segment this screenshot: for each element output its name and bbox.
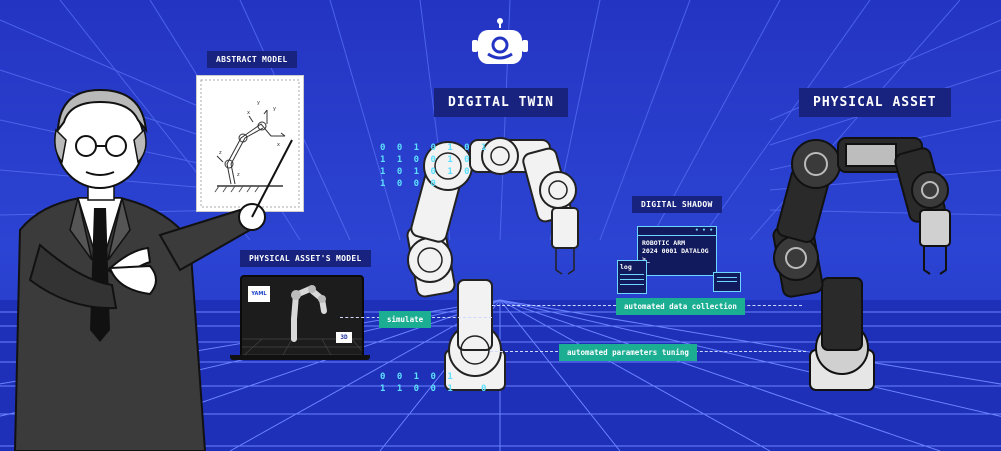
digital-shadow-label: DIGITAL SHADOW [632, 196, 722, 213]
binary-row: 1 0 1 0 1 0 [380, 167, 473, 177]
binary-row: 0 0 1 0 1 [380, 372, 456, 382]
presenter-figure [13, 88, 293, 451]
svg-text:y: y [273, 106, 276, 112]
physical-assets-model-label: PHYSICAL ASSET'S MODEL [240, 250, 371, 267]
svg-text:z: z [237, 172, 240, 178]
binary-stream-bottom: 0 0 1 0 1 1 1 0 0 1 0 [380, 371, 489, 395]
abstract-model-sheet: z x y z x y [196, 75, 304, 212]
window-controls: • • • [638, 227, 716, 236]
terminal-line-2: 2024 0001 DATALOG [642, 247, 709, 255]
svg-text:x: x [277, 142, 280, 148]
simulate-line-left [340, 317, 380, 318]
robot-head-icon [472, 18, 528, 64]
tuning-line-left [490, 351, 558, 352]
log-window-title: log [620, 263, 632, 271]
binary-row: 1 1 0 0 1 0 [380, 384, 490, 394]
svg-text:y: y [257, 100, 260, 106]
binary-row: 0 0 1 0 1 0 1 [380, 143, 490, 153]
terminal-prompt: >_ [642, 255, 650, 263]
yaml-tag: YAML [251, 291, 267, 297]
laptop: YAML 3D [230, 270, 370, 360]
simulate-pill: simulate [379, 311, 432, 328]
binary-stream-top: 0 0 1 0 1 0 1 1 1 0 0 1 0 1 0 1 0 1 0 1 0 0… [380, 142, 489, 190]
parameters-tuning-pill: automated parameters tuning [559, 344, 697, 361]
abstract-model-label: ABSTRACT MODEL [207, 51, 297, 68]
physical-asset-label: PHYSICAL ASSET [799, 88, 951, 117]
binary-row: 1 0 0 0 [380, 179, 439, 189]
datalog-terminal: • • • ROBOTIC ARM 2024 0001 DATALOG >_ [637, 226, 717, 276]
3d-badge: 3D [336, 332, 352, 343]
mini-window [713, 272, 741, 292]
kinematic-diagram: z x y z x y [200, 79, 300, 208]
document-icon: YAML [248, 286, 270, 302]
data-collection-pill: automated data collection [616, 298, 745, 315]
digital-twin-label: DIGITAL TWIN [434, 88, 568, 117]
simulate-line-right [432, 317, 492, 318]
terminal-line-1: ROBOTIC ARM [642, 239, 686, 247]
svg-text:x: x [247, 110, 250, 116]
data-collection-line-right [737, 305, 802, 306]
data-collection-line-left [492, 305, 616, 306]
digital-twin-robot [406, 137, 579, 391]
svg-text:z: z [219, 150, 222, 156]
binary-row: 1 1 0 0 1 0 [380, 155, 473, 165]
tuning-line-right [690, 351, 806, 352]
physical-asset-robot [772, 137, 951, 391]
log-window: log [617, 260, 647, 294]
